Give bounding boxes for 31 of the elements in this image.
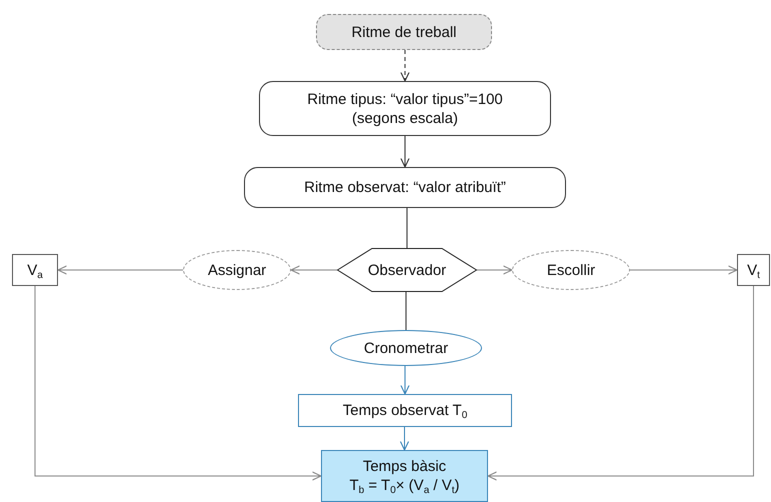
arrow — [400, 366, 410, 395]
node-label: V$_{a}$ — [27, 260, 43, 280]
arrow — [290, 265, 338, 275]
arrow — [487, 286, 754, 481]
node-label: Ritme tipus: “valor tipus”=100 (segons escala) — [306, 90, 504, 128]
node-label: Temps observat T$_{0}$ — [342, 401, 468, 420]
node-label: Escollir — [546, 260, 596, 280]
process-box — [244, 167, 566, 208]
arrow — [400, 136, 410, 168]
result-box — [321, 450, 488, 502]
node-label: V$_{t}$ — [747, 260, 760, 280]
value-box — [12, 254, 58, 286]
node-label: Cronometrar — [364, 338, 448, 358]
start-box — [316, 14, 492, 50]
arrow — [476, 265, 513, 275]
connector-line — [406, 208, 408, 248]
node-label: Ritme observat: “valor atribuït” — [304, 178, 506, 197]
node-label: Assignar — [208, 260, 266, 280]
process-box — [298, 394, 512, 427]
arrow — [400, 426, 410, 451]
node-label: Temps bàsic — [362, 457, 446, 476]
value-box — [737, 254, 770, 286]
process-box — [259, 81, 551, 136]
arrow — [630, 265, 738, 275]
node-label: Ritme de treball — [351, 22, 457, 42]
arrow — [34, 286, 322, 481]
node-label: T$_{b}$ = T$_{0}$× (V$_{a}$ / V$_{t}$) — [349, 476, 460, 495]
dashed-arrow — [400, 50, 410, 82]
arrow — [57, 265, 184, 275]
node-label: Observador — [368, 260, 446, 280]
decision-hexagon — [337, 248, 477, 292]
